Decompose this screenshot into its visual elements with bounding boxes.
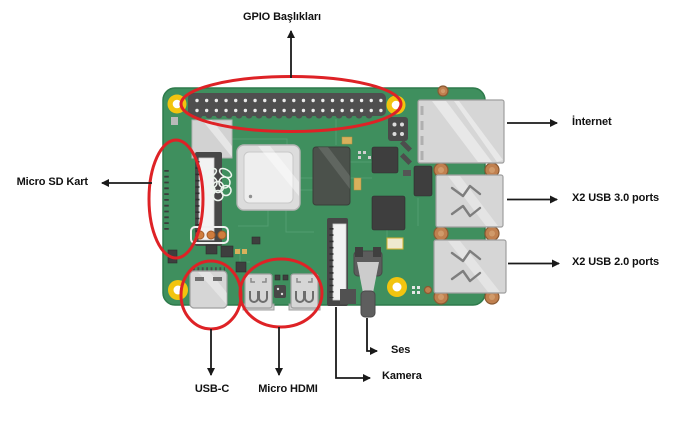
audio-jack: [353, 247, 383, 318]
usb3-port: [435, 174, 504, 228]
gpio-header: [188, 93, 386, 119]
soc-chip: [236, 144, 301, 211]
raspberry-logo-icon: [203, 167, 233, 202]
poe-header: [388, 117, 408, 141]
small-components: [167, 136, 433, 294]
label-ses: Ses: [391, 344, 411, 356]
pointer-arrows: [101, 30, 560, 382]
between-hdmi-components: [274, 274, 289, 298]
label-usb-c: USB-C: [194, 383, 230, 395]
ses-arrow: [366, 318, 378, 355]
hdmi-port-1: [242, 273, 275, 311]
mounting-hole-icon: [168, 280, 188, 300]
usb2-port: [433, 239, 507, 294]
hdmi-port-2: [288, 273, 321, 311]
hdmi-highlight-ellipse: [238, 257, 324, 329]
ram-chip: [312, 146, 351, 206]
label-usb2: X2 USB 2.0 ports: [572, 256, 660, 268]
usbc-port: [189, 267, 228, 309]
mounting-hole-icon: [387, 277, 407, 297]
label-internet: İnternet: [572, 116, 612, 128]
kamera-arrow: [335, 307, 371, 382]
microsd-highlight-ellipse: [147, 138, 205, 260]
ethernet-port: [417, 99, 505, 164]
label-micro-hdmi: Micro HDMI: [258, 383, 318, 395]
label-kamera: Kamera: [382, 370, 422, 382]
pi-board: [162, 85, 507, 318]
label-usb3: X2 USB 3.0 ports: [572, 192, 660, 204]
label-gpio: GPIO Başlıkları: [243, 11, 321, 23]
label-micro-sd: Micro SD Kart: [16, 176, 89, 188]
camera-connector: [327, 218, 356, 306]
wireless-module: [171, 117, 233, 159]
